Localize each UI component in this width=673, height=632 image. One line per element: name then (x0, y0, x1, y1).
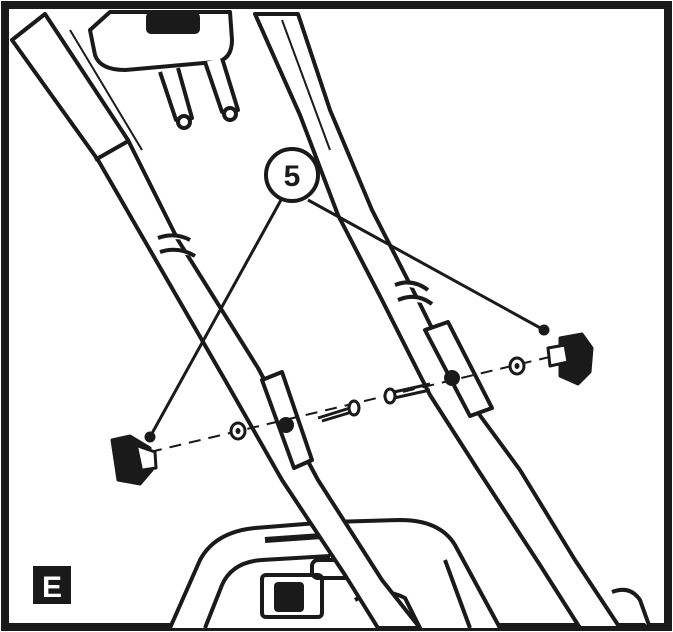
leader-line-left (148, 199, 283, 438)
left-bolt (317, 399, 361, 423)
leader-line-right (307, 198, 545, 332)
control-box (88, 10, 240, 130)
left-knob (110, 431, 158, 486)
right-bolt (383, 382, 431, 405)
callout-number: 5 (284, 160, 301, 193)
right-knob (538, 324, 594, 386)
step-badge: E (33, 566, 71, 604)
step-letter: E (42, 571, 62, 604)
right-handle-tube (253, 12, 652, 630)
part-callout: 5 (264, 147, 320, 203)
